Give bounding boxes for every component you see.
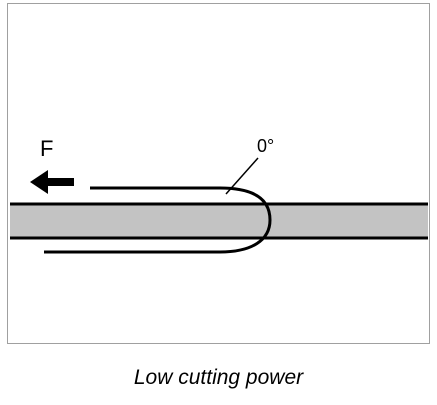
figure-caption: Low cutting power (133, 366, 304, 389)
diagram-frame (7, 3, 430, 344)
material-strip (10, 204, 428, 238)
angle-label: 0° (257, 136, 274, 156)
force-arrow-icon (30, 170, 74, 194)
tool-curve (219, 186, 272, 254)
force-label: F (40, 136, 53, 161)
angle-leader-line (225, 157, 259, 195)
